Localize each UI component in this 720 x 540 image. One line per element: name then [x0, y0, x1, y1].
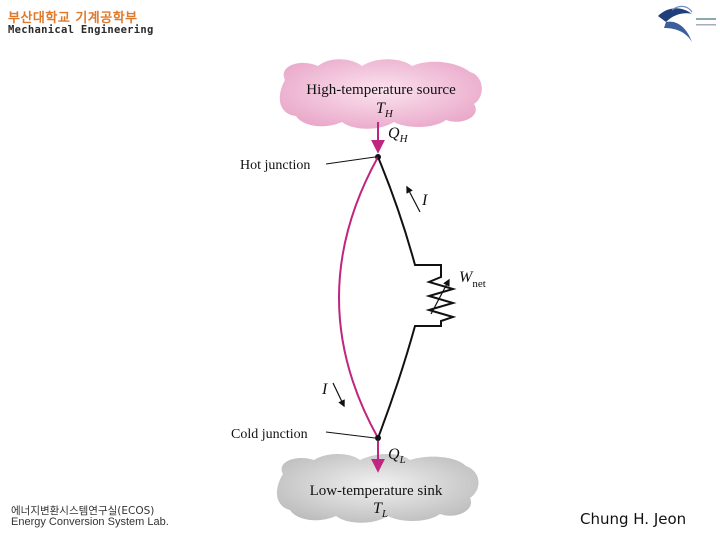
- cold-junction-leader: [325, 431, 376, 439]
- lab-name-english: Energy Conversion System Lab.: [11, 516, 169, 528]
- author-name: Chung H. Jeon: [580, 510, 687, 528]
- source-temperature: TH: [376, 100, 394, 120]
- university-name: 부산대학교 기계공학부: [8, 11, 138, 26]
- current-label-bottom: I: [321, 381, 328, 398]
- heat-in-label: QH: [388, 125, 409, 145]
- black-conductor: [377, 156, 457, 439]
- cold-junction-node: [375, 435, 381, 441]
- university-logo: [658, 5, 716, 42]
- department-name: Mechanical Engineering: [8, 24, 154, 36]
- sink-label: Low-temperature sink: [310, 483, 443, 499]
- magenta-conductor: [338, 156, 379, 439]
- current-label-top: I: [421, 192, 428, 209]
- load-variable-arrow: [430, 278, 450, 315]
- heat-out-label: QL: [388, 446, 406, 466]
- current-arrow-bottom: [332, 382, 345, 408]
- high-temperature-source-cloud: [279, 59, 482, 129]
- current-arrow-top: [406, 185, 421, 213]
- hot-junction-label: Hot junction: [240, 158, 310, 173]
- source-label: High-temperature source: [306, 82, 456, 98]
- hot-junction-leader: [325, 156, 376, 165]
- lab-name-korean: 에너지변환시스템연구실(ECOS): [11, 505, 155, 517]
- cold-junction-label: Cold junction: [231, 427, 308, 442]
- sink-temperature: TL: [373, 500, 388, 520]
- low-temperature-sink-cloud: [276, 454, 479, 523]
- net-work-label: Wnet: [459, 269, 486, 290]
